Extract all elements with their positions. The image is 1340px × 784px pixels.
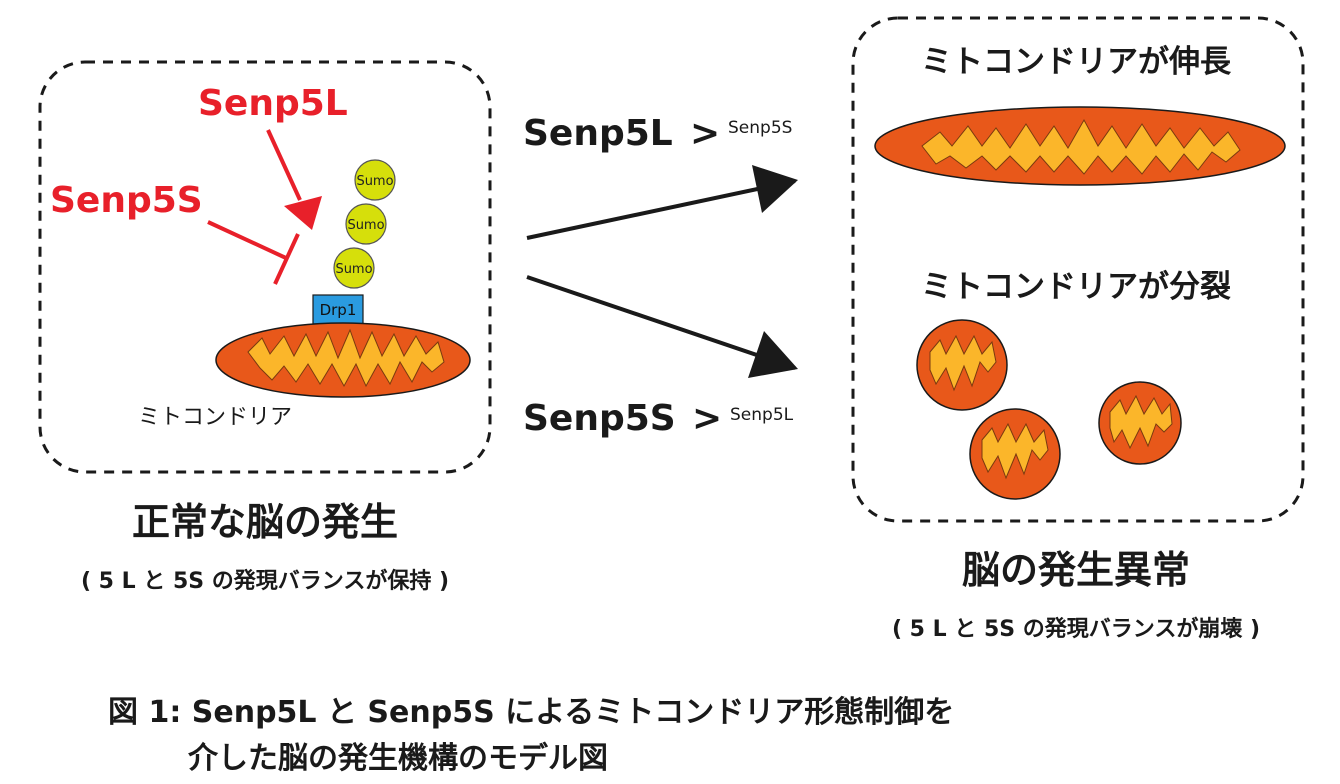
fission-label: ミトコンドリアが分裂 xyxy=(921,269,1231,305)
left-title: 正常な脳の発生 xyxy=(132,500,398,544)
activation-arrow-head xyxy=(284,196,322,230)
drp1-label: Drp1 xyxy=(320,301,357,319)
mitochondrion-cristae xyxy=(247,328,445,388)
fragmented-mitochondrion-cristae xyxy=(929,334,997,392)
bottom-ratio-gt: > xyxy=(692,398,722,439)
arrow-to-elongation xyxy=(526,179,796,240)
senp5l-label: Senp5L xyxy=(198,83,348,124)
right-panel-border xyxy=(851,16,1305,523)
right-title: 脳の発生異常 xyxy=(962,548,1190,592)
bottom-ratio-small: Senp5L xyxy=(730,405,794,425)
arrow-to-fission-head xyxy=(748,331,798,378)
sumo-label: Sumo xyxy=(347,218,384,233)
elongated-mitochondrion-cristae xyxy=(921,118,1241,175)
top-ratio-small: Senp5S xyxy=(728,118,792,138)
sumo-circle xyxy=(354,159,396,201)
figure-caption-line1: 図 1: Senp5L と Senp5S によるミトコンドリア形態制御を xyxy=(108,695,954,730)
top-ratio-big: Senp5L xyxy=(523,113,673,154)
sumo-label: Sumo xyxy=(356,174,393,189)
sumo-label: Sumo xyxy=(335,262,372,277)
mito-label: ミトコンドリア xyxy=(138,405,292,430)
sumo-circle xyxy=(333,247,375,289)
fragmented-mitochondrion-cristae xyxy=(981,422,1049,480)
activation-arrow-shaft xyxy=(266,129,302,201)
inhibition-line xyxy=(207,220,287,260)
senp5s-label: Senp5S xyxy=(50,180,203,221)
bottom-ratio-big: Senp5S xyxy=(523,398,676,439)
inhibition-bar xyxy=(273,233,300,285)
top-ratio-gt: > xyxy=(690,113,720,154)
figure-caption-line2: 介した脳の発生機構のモデル図 xyxy=(187,741,608,776)
left-panel-border xyxy=(38,60,492,474)
arrow-to-fission xyxy=(526,275,796,370)
sumo-circle xyxy=(345,203,387,245)
elongation-label: ミトコンドリアが伸長 xyxy=(921,44,1232,80)
right-subtitle: ( 5 L と 5S の発現バランスが崩壊 ) xyxy=(892,616,1260,642)
left-subtitle: ( 5 L と 5S の発現バランスが保持 ) xyxy=(81,568,449,594)
arrow-to-elongation-head xyxy=(752,165,798,213)
fragmented-mitochondrion-cristae xyxy=(1109,394,1173,450)
